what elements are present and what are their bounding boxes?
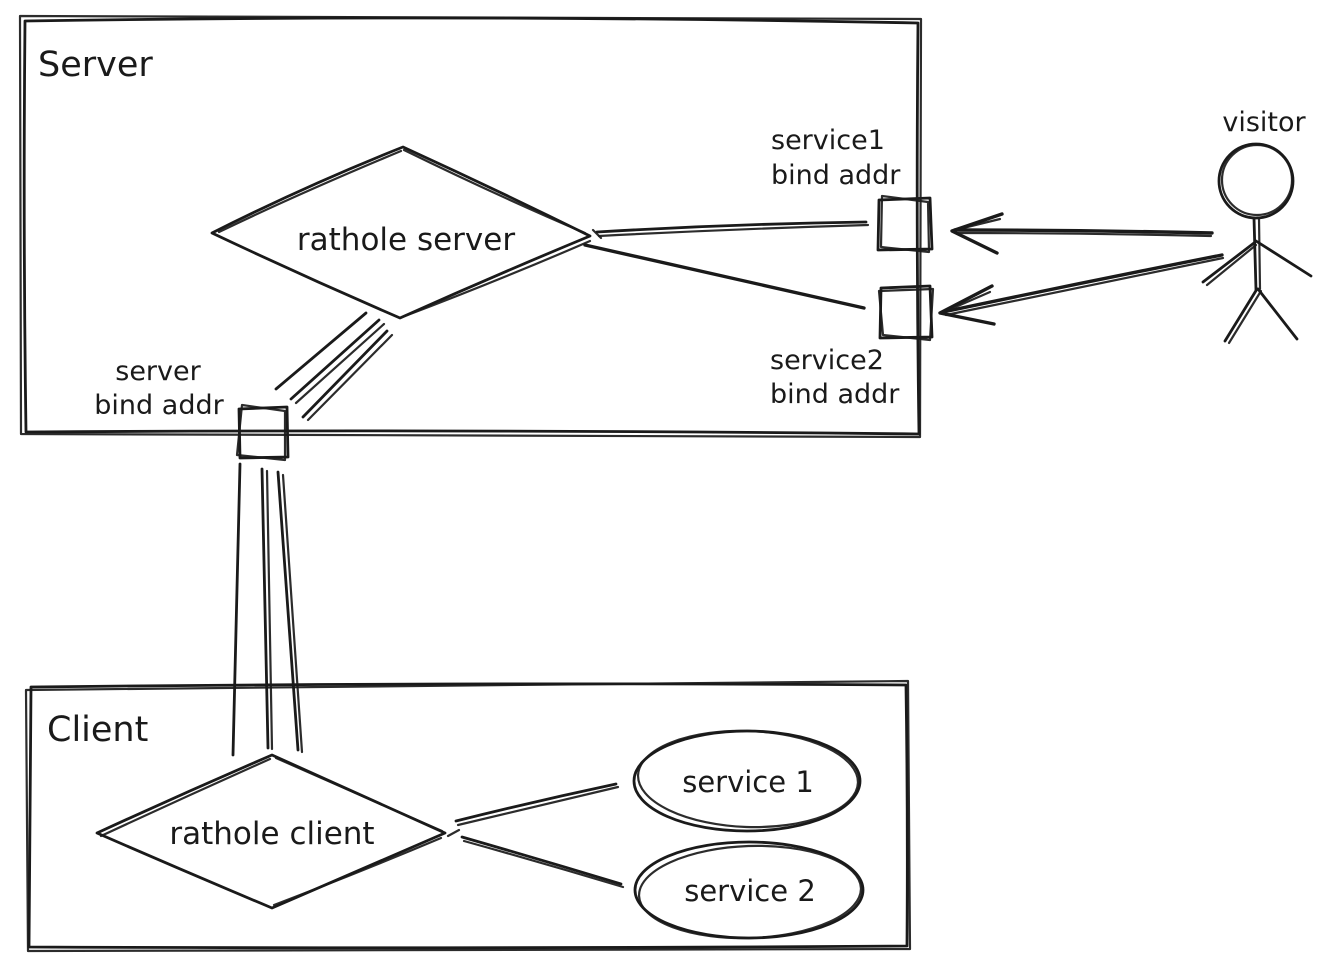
- service2-bind-square: [878, 284, 934, 340]
- client-box: [27, 682, 909, 950]
- edge-server-to-bind-line3b: [306, 333, 394, 422]
- server-bind-square: [237, 405, 290, 460]
- edge-bind-to-client-line3b: [281, 473, 304, 754]
- rathole-client-label: rathole client: [169, 816, 374, 852]
- server-bind-label-line1: server: [115, 356, 201, 387]
- rathole-server-label: rathole server: [297, 222, 515, 258]
- visitor-left-arm: [1201, 241, 1256, 284]
- server-bind-label-line2: bind addr: [94, 390, 224, 421]
- ports-layer: [235, 194, 935, 462]
- visitor-body: [1252, 216, 1258, 292]
- arrow-visitor-to-service2-head: [938, 284, 996, 326]
- service2-bind-square-second-pass: [877, 287, 935, 342]
- edge-client-to-service1-second-pass: [456, 785, 620, 827]
- service2-bind-label-line2: bind addr: [770, 379, 900, 410]
- service1-bind-square-second-pass: [879, 194, 931, 254]
- edge-bind-to-client-line2b: [265, 469, 274, 751]
- edge-bind-to-client-line1: [231, 462, 242, 757]
- labels-layer: Server Client rathole server rathole cli…: [38, 45, 1307, 908]
- visitor-head-second-pass: [1220, 143, 1294, 217]
- arrow-visitor-to-service1-head-second-pass: [953, 217, 1002, 232]
- server-bind-square-second-pass: [235, 403, 287, 462]
- rathole-server-diamond-second-pass: [217, 148, 603, 318]
- service2-ellipse-label: service 2: [684, 874, 816, 908]
- visitor-left-arm-second-pass: [1205, 243, 1258, 287]
- client-box-second-pass: [24, 679, 912, 953]
- service1-ellipse-second-pass: [636, 729, 860, 829]
- visitor-right-arm: [1254, 239, 1313, 278]
- visitor-figure: [1201, 142, 1313, 345]
- visitor-body-second-pass: [1257, 216, 1262, 291]
- rathole-client-diamond: [95, 753, 447, 910]
- service1-bind-label-line1: service1: [771, 125, 885, 156]
- edges-layer: [231, 212, 1225, 889]
- client-box-title: Client: [47, 710, 148, 750]
- edge-server-to-service1-second-pass: [597, 223, 870, 238]
- edge-client-to-service2: [460, 835, 623, 886]
- visitor-right-leg: [1256, 287, 1299, 341]
- service1-bind-label-line2: bind addr: [771, 160, 901, 191]
- rathole-client-diamond-second-pass: [99, 756, 461, 907]
- arrow-visitor-to-service2-shaft-second-pass: [944, 256, 1225, 317]
- edge-bind-to-client-line3: [276, 470, 300, 752]
- service1-ellipse-label: service 1: [682, 765, 814, 799]
- server-box-second-pass: [18, 14, 923, 439]
- visitor-left-leg-second-pass: [1227, 289, 1263, 345]
- edge-server-to-bind-line2b: [294, 322, 386, 405]
- rathole-server-diamond: [210, 145, 592, 320]
- containers-layer: [18, 14, 923, 953]
- edge-server-to-service2: [583, 243, 866, 310]
- visitor-label: visitor: [1222, 107, 1306, 138]
- server-box-title: Server: [38, 45, 153, 85]
- edge-server-to-bind-line3: [301, 329, 389, 419]
- edge-server-to-service1: [595, 220, 868, 234]
- edge-client-to-service1: [454, 782, 618, 823]
- visitor-left-leg: [1223, 287, 1259, 343]
- edge-client-to-service2-second-pass: [462, 839, 625, 889]
- service1-bind-square: [876, 196, 934, 252]
- arrow-visitor-to-service1-shaft-second-pass: [956, 231, 1213, 238]
- service2-bind-label-line1: service2: [770, 345, 884, 376]
- arrow-visitor-to-service2-shaft: [941, 253, 1224, 314]
- arrow-visitor-to-service2-head-second-pass: [942, 290, 992, 314]
- ellipses-layer: [632, 729, 865, 940]
- diamonds-layer: [95, 145, 603, 910]
- service2-ellipse-second-pass: [637, 844, 863, 940]
- edge-server-to-bind-line1: [274, 311, 368, 391]
- arrow-visitor-to-service1-shaft: [953, 228, 1214, 235]
- edge-server-to-bind-line2: [289, 318, 381, 401]
- edge-bind-to-client-line2: [260, 467, 270, 750]
- arrow-visitor-to-service1-head: [950, 212, 1004, 255]
